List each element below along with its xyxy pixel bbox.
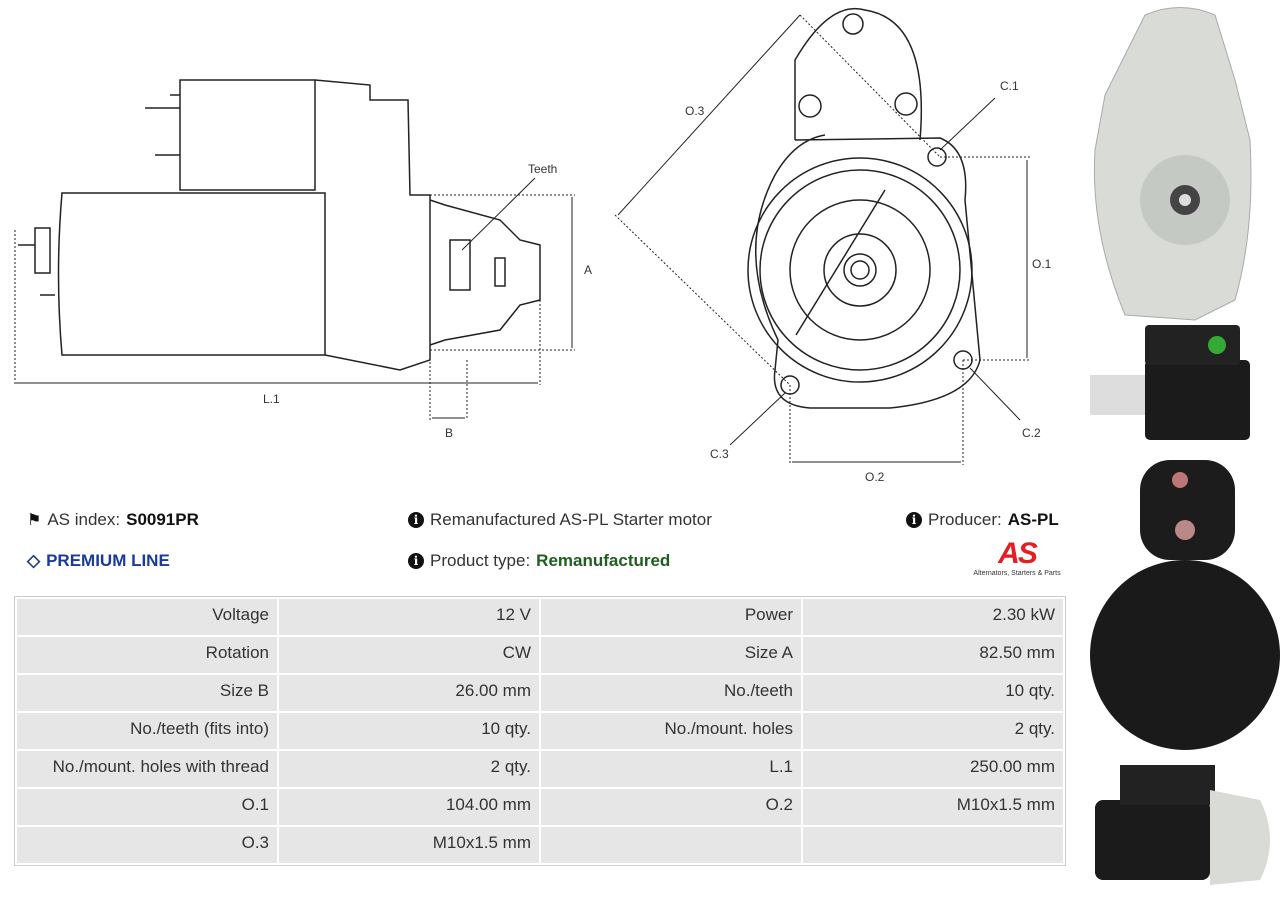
table-row: No./teeth (fits into)10 qty.No./mount. h…	[17, 713, 1063, 749]
as-index-value: S0091PR	[126, 510, 199, 529]
spec-value: 250.00 mm	[803, 751, 1063, 787]
spec-value: 82.50 mm	[803, 637, 1063, 673]
spec-value: M10x1.5 mm	[279, 827, 539, 863]
spec-label: Rotation	[17, 637, 277, 673]
spec-value: 10 qty.	[279, 713, 539, 749]
label-c1: C.1	[1000, 79, 1019, 93]
spec-label	[541, 827, 801, 863]
spec-label: Power	[541, 599, 801, 635]
spec-value: 26.00 mm	[279, 675, 539, 711]
spec-value: 2 qty.	[279, 751, 539, 787]
producer: i Producer: AS-PL	[906, 510, 1059, 530]
spec-label: No./mount. holes	[541, 713, 801, 749]
logo-mark: AS	[998, 537, 1038, 570]
producer-label: Producer:	[928, 510, 1002, 529]
spec-label: No./mount. holes with thread	[17, 751, 277, 787]
spec-label: O.1	[17, 789, 277, 825]
logo-tagline: Alternators, Starters & Parts	[973, 570, 1061, 577]
tag-icon: ⚑	[27, 512, 42, 529]
description: i Remanufactured AS-PL Starter motor	[408, 510, 712, 530]
label-o2: O.2	[865, 470, 885, 484]
product-photos	[1090, 7, 1280, 885]
product-type-label: Product type:	[430, 551, 531, 570]
spec-label: Voltage	[17, 599, 277, 635]
spec-value: 2.30 kW	[803, 599, 1063, 635]
spec-value: CW	[279, 637, 539, 673]
photo-side	[1090, 325, 1250, 440]
spec-label: Size A	[541, 637, 801, 673]
spec-label: No./teeth (fits into)	[17, 713, 277, 749]
premium-line: ◇ PREMIUM LINE	[27, 551, 170, 571]
photo-side-2	[1095, 765, 1270, 885]
as-pl-logo: AS Alternators, Starters & Parts	[966, 537, 1068, 578]
info-icon: i	[408, 512, 424, 528]
label-l1: L.1	[263, 392, 280, 406]
producer-value: AS-PL	[1007, 510, 1059, 529]
photo-rear	[1090, 460, 1280, 750]
label-teeth: Teeth	[528, 162, 557, 176]
label-o3: O.3	[685, 104, 705, 118]
spec-label: Size B	[17, 675, 277, 711]
as-index-label: AS index:	[47, 510, 121, 529]
spec-label: L.1	[541, 751, 801, 787]
front-view-drawing: O.3 C.1 O.1 C.2 C.3 O.2	[614, 7, 1052, 484]
product-type-value: Remanufactured	[536, 551, 671, 570]
spec-value	[803, 827, 1063, 863]
label-b: B	[445, 426, 453, 440]
as-index: ⚑ AS index: S0091PR	[27, 510, 199, 530]
label-c2: C.2	[1022, 426, 1041, 440]
spec-label: No./teeth	[541, 675, 801, 711]
photo-front	[1093, 7, 1252, 321]
label-o1: O.1	[1032, 257, 1052, 271]
spec-value: 104.00 mm	[279, 789, 539, 825]
info-icon: i	[906, 512, 922, 528]
spec-label: O.3	[17, 827, 277, 863]
premium-label: PREMIUM LINE	[46, 551, 170, 570]
spec-value: 12 V	[279, 599, 539, 635]
spec-value: 2 qty.	[803, 713, 1063, 749]
side-view-drawing: Teeth A L.1 B	[14, 79, 592, 440]
spec-value: M10x1.5 mm	[803, 789, 1063, 825]
product-type: i Product type: Remanufactured	[408, 551, 670, 571]
diamond-icon: ◇	[27, 551, 41, 570]
info-icon: i	[408, 553, 424, 569]
spec-label: O.2	[541, 789, 801, 825]
description-text: Remanufactured AS-PL Starter motor	[430, 510, 712, 529]
label-c3: C.3	[710, 447, 729, 461]
label-a: A	[584, 263, 592, 277]
spec-value: 10 qty.	[803, 675, 1063, 711]
